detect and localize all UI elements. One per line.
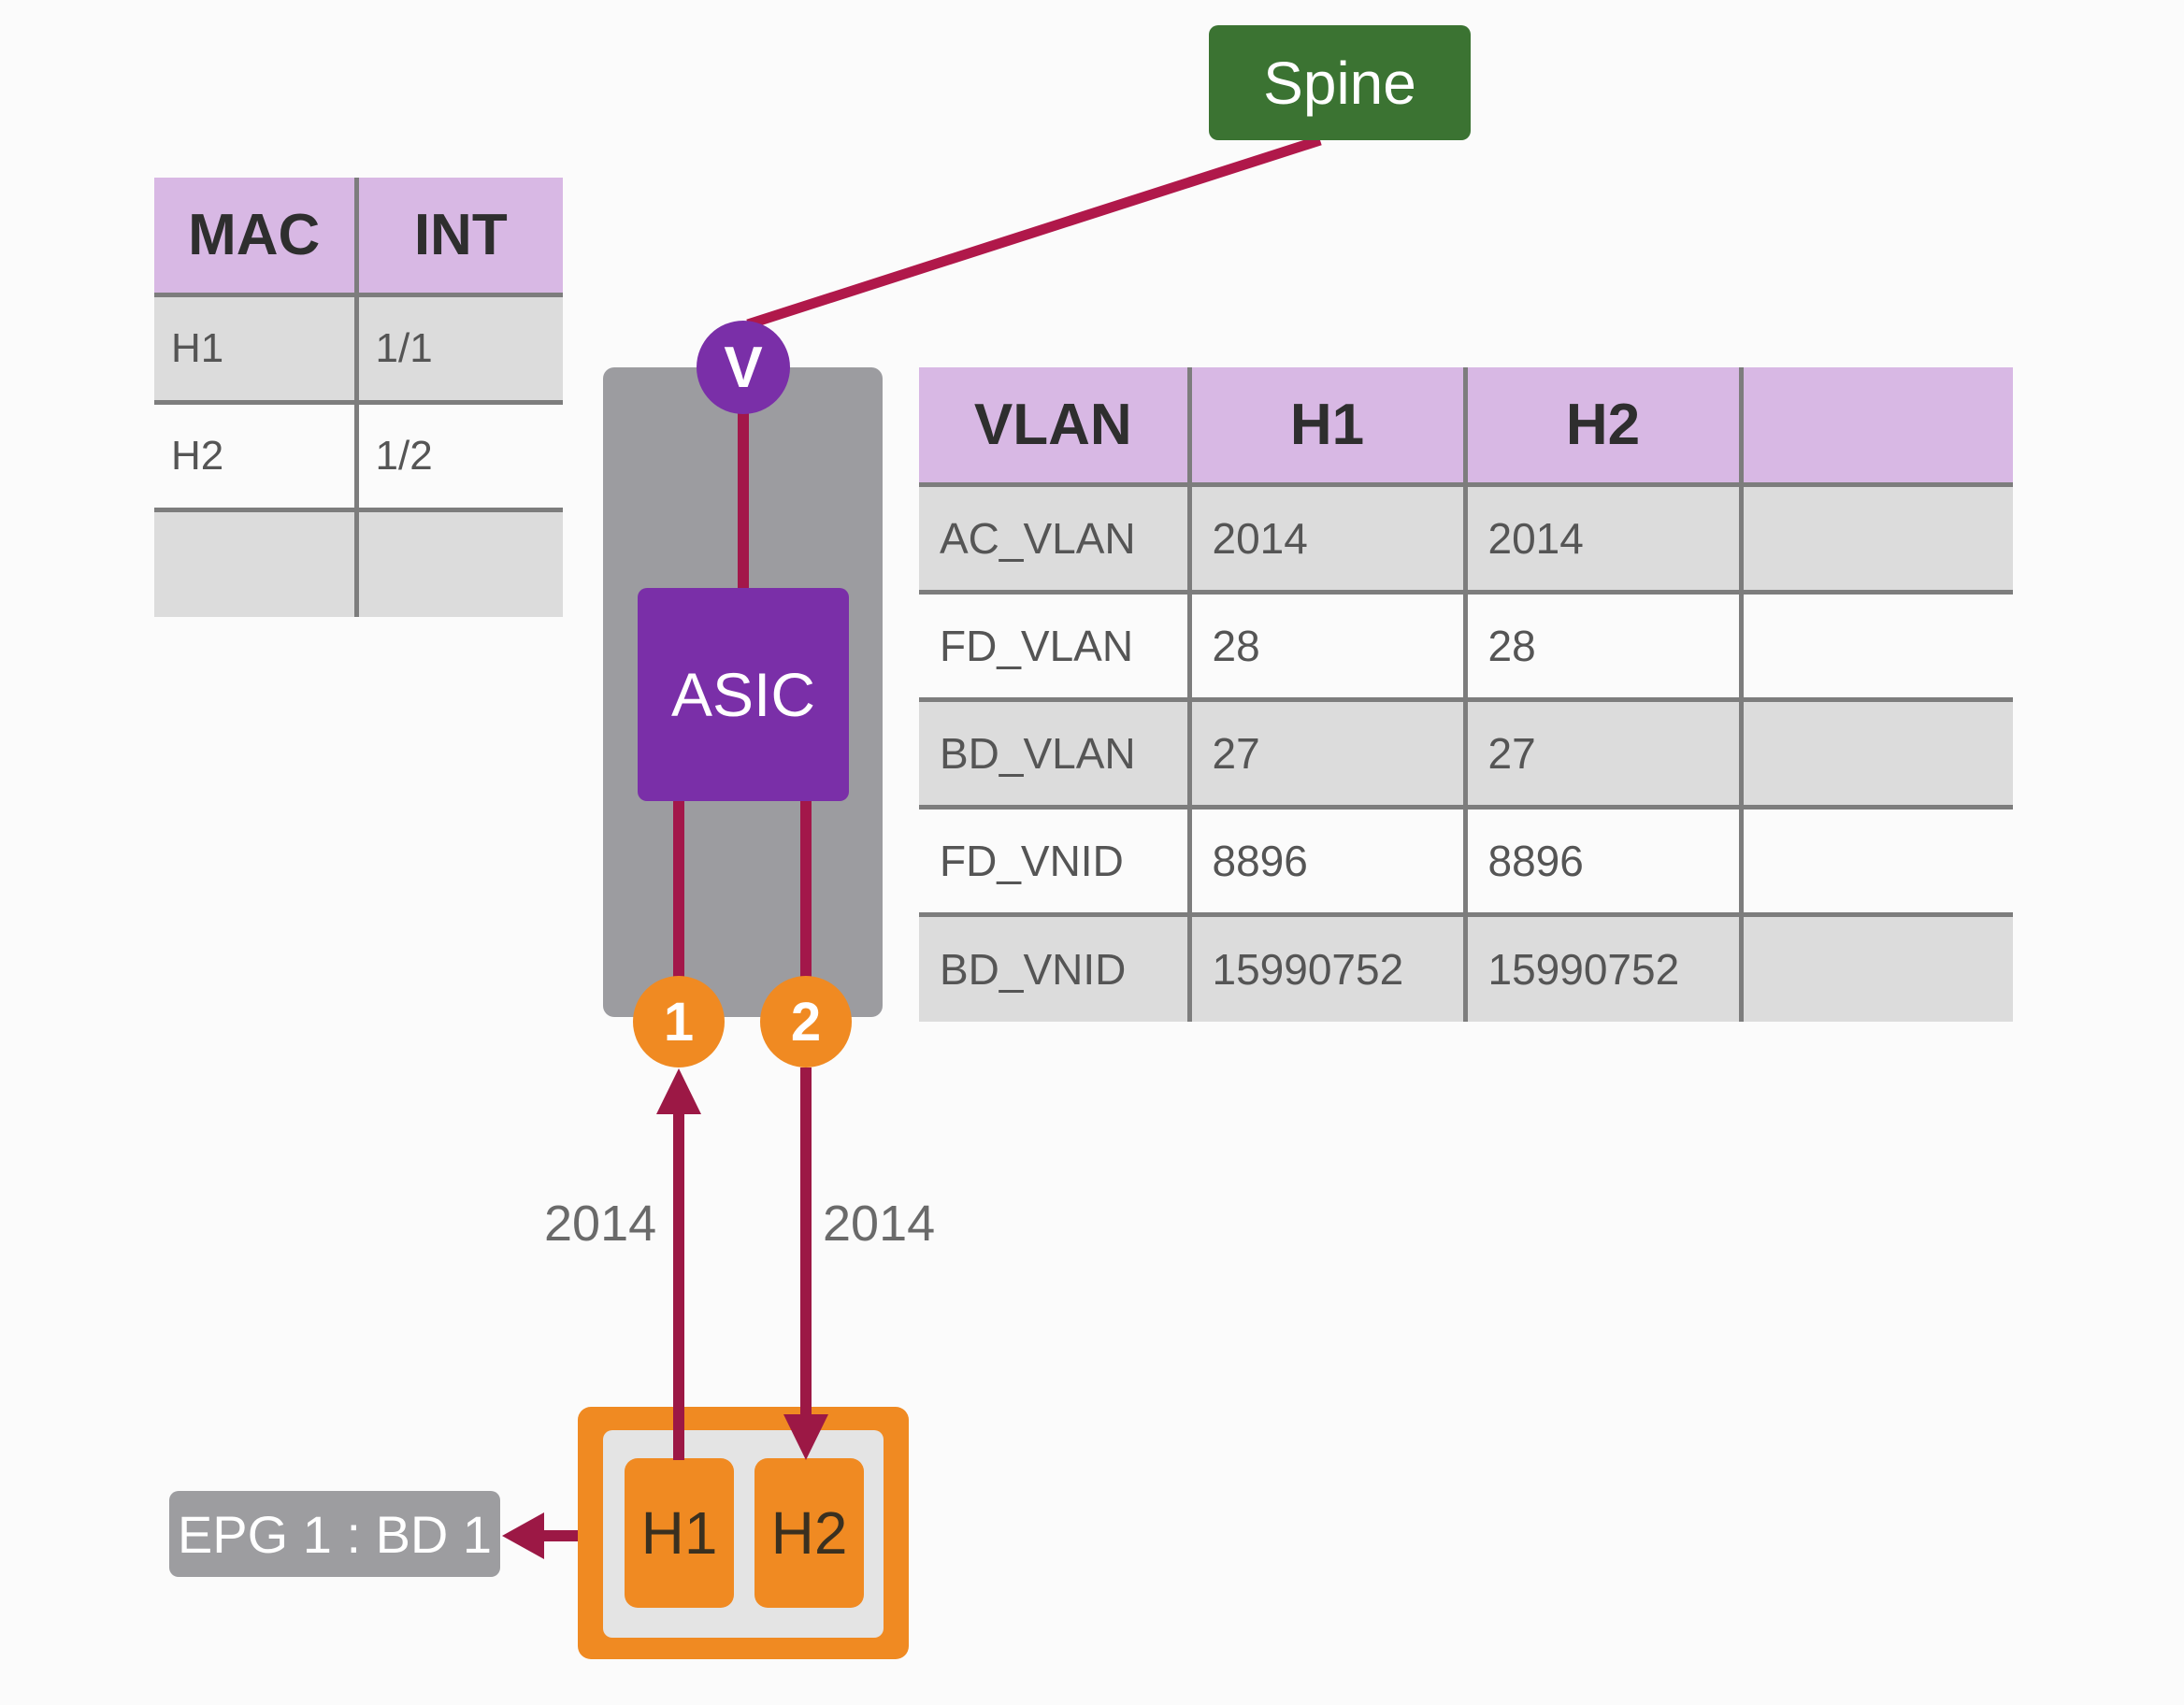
empty-cell — [1738, 592, 2013, 699]
h2-cell: 2014 — [1462, 484, 1741, 592]
vport-badge: V — [697, 321, 790, 414]
h2-header: H2 — [1462, 367, 1741, 484]
h2-cell: 8896 — [1462, 807, 1741, 914]
empty-header — [1738, 367, 2013, 484]
h1-cell: 28 — [1186, 592, 1465, 699]
mac-cell — [154, 509, 359, 617]
h2-cell: 27 — [1462, 699, 1741, 807]
h1-cell: 2014 — [1186, 484, 1465, 592]
mac-header: MAC — [154, 178, 359, 294]
vlan-key-cell: AC_VLAN — [940, 513, 1136, 563]
empty-cell — [1738, 914, 2013, 1022]
vlan-key-cell: BD_VNID — [940, 944, 1127, 994]
spine-uplink-line — [746, 135, 1322, 330]
spine-node[interactable]: Spine — [1209, 25, 1471, 140]
host-h1[interactable]: H1 — [625, 1458, 734, 1608]
h2-vlan-label: 2014 — [823, 1196, 936, 1252]
table-row: FD_VNID 8896 8896 — [919, 807, 2013, 914]
mac-cell: H1 — [154, 294, 359, 402]
vlan-key-cell: FD_VLAN — [940, 621, 1134, 670]
port-1-badge: 1 — [633, 976, 725, 1067]
int-cell: 1/1 — [375, 324, 433, 371]
int-header: INT — [356, 178, 563, 294]
epg-arrowhead-icon — [502, 1512, 544, 1559]
int-cell: 1/2 — [375, 432, 433, 479]
empty-cell — [1738, 807, 2013, 914]
h2-cell: 15990752 — [1462, 914, 1741, 1022]
vlan-key-cell: FD_VNID — [940, 836, 1124, 885]
h2-arrowhead-icon — [783, 1414, 828, 1460]
vlan-table: VLAN H1 H2 AC_VLAN 2014 2014 FD_VLAN 28 … — [919, 367, 2013, 1022]
mac-cell: H2 — [154, 402, 359, 509]
table-row: AC_VLAN 2014 2014 — [919, 484, 2013, 592]
mac-table: MAC INT H1 1/1 H2 1/2 — [154, 178, 563, 617]
vlan-header: VLAN — [919, 367, 1189, 484]
h1-cell: 8896 — [1186, 807, 1465, 914]
epg-bd-badge: EPG 1 : BD 1 — [169, 1491, 500, 1577]
port-2-badge: 2 — [760, 976, 852, 1067]
table-row: BD_VLAN 27 27 — [919, 699, 2013, 807]
host-h2[interactable]: H2 — [754, 1458, 864, 1608]
h1-cell: 27 — [1186, 699, 1465, 807]
vlan-key-cell: BD_VLAN — [940, 728, 1136, 778]
table-row — [154, 509, 563, 617]
table-row: H1 1/1 — [154, 294, 563, 402]
asic-block: ASIC — [638, 588, 849, 801]
h1-vlan-label: 2014 — [544, 1196, 657, 1252]
table-row: BD_VNID 15990752 15990752 — [919, 914, 2013, 1022]
h1-header: H1 — [1186, 367, 1465, 484]
h2-cell: 28 — [1462, 592, 1741, 699]
table-row: FD_VLAN 28 28 — [919, 592, 2013, 699]
h1-arrowhead-icon — [656, 1068, 701, 1114]
h1-cell: 15990752 — [1186, 914, 1465, 1022]
empty-cell — [1738, 484, 2013, 592]
empty-cell — [1738, 699, 2013, 807]
table-row: H2 1/2 — [154, 402, 563, 509]
